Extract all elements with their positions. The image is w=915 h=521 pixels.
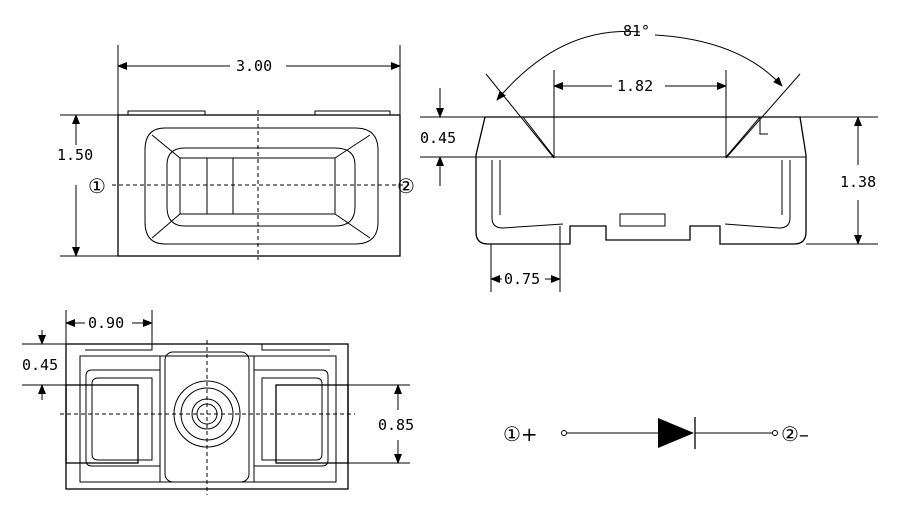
bottom-view: 0.90 0.45 0.85 [22,310,414,495]
diode-schematic: ①+ ②– [503,417,809,449]
view-angle-dimension: 81° [623,22,650,40]
total-height-dimension: 1.38 [840,173,876,191]
pad-offset-dimension: 0.90 [88,314,124,332]
schematic-cathode-label: ②– [781,422,809,446]
top-height-dimension: 1.50 [57,146,93,164]
pad-height-dimension: 0.85 [378,416,414,434]
diode-symbol [658,418,694,448]
top-view: 3.00 1.50 ① ② [57,45,415,260]
schematic-anode-label: ①+ [503,422,538,446]
cathode-terminal [772,430,778,436]
lens-height-dimension: 0.45 [420,129,456,147]
anode-terminal [561,430,567,436]
pin1-label: ① [88,174,106,198]
pad-top-dimension: 0.45 [22,356,58,374]
lens-width-dimension: 1.82 [617,77,653,95]
foot-width-dimension: 0.75 [504,270,540,288]
side-view: 81° 1.82 0.45 1.38 [420,22,878,292]
pin2-label: ② [397,174,415,198]
top-width-dimension: 3.00 [236,57,272,75]
